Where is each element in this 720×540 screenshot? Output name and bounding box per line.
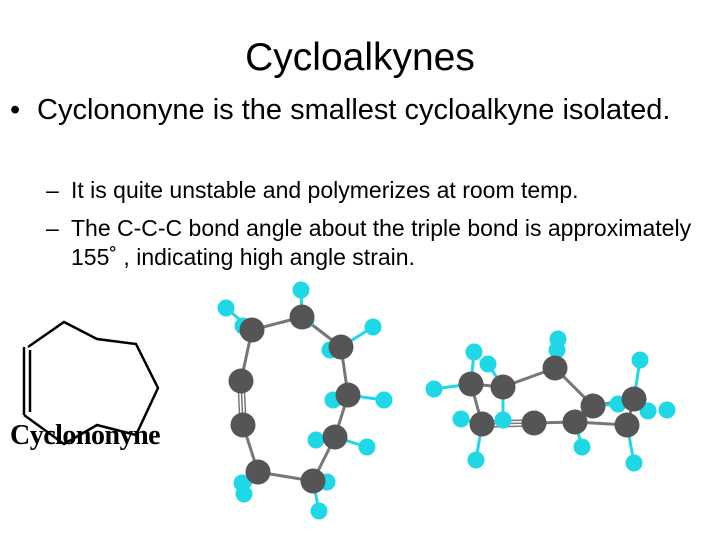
structure-label: Cyclononyne xyxy=(10,420,161,451)
hydrogen-atom xyxy=(625,454,643,472)
hydrogen-atom xyxy=(465,343,483,361)
hydrogen-atom xyxy=(364,318,382,336)
carbon-atom xyxy=(228,368,254,394)
carbon-atom xyxy=(245,459,271,485)
carbon-atom xyxy=(322,424,348,450)
carbon-atom xyxy=(300,468,326,494)
carbon-atom xyxy=(239,317,265,343)
slide-title: Cycloalkynes xyxy=(245,36,475,79)
hydrogen-atom xyxy=(217,299,235,317)
carbon-atom xyxy=(328,334,354,360)
hydrogen-atom xyxy=(658,401,676,419)
sub-bullet: – The C-C-C bond angle about the triple … xyxy=(46,214,716,272)
carbon-atom xyxy=(490,374,516,400)
hydrogen-atom xyxy=(358,438,376,456)
hydrogen-atom xyxy=(235,485,253,503)
hydrogen-atom xyxy=(548,341,566,359)
carbon-atom xyxy=(458,371,484,397)
hydrogen-atom xyxy=(307,431,325,449)
carbon-atom xyxy=(230,412,256,438)
hydrogen-atom xyxy=(479,355,497,373)
carbon-atom xyxy=(289,304,315,330)
hydrogen-atom xyxy=(631,351,649,369)
carbon-atom xyxy=(621,386,647,412)
hydrogen-atom xyxy=(573,438,591,456)
carbon-atom xyxy=(542,355,568,381)
hydrogen-atom xyxy=(467,451,485,469)
sub-bullet-text: The C-C-C bond angle about the triple bo… xyxy=(71,215,692,270)
bullet-text: Cyclononyne is the smallest cycloalkyne … xyxy=(37,94,671,126)
hydrogen-atom xyxy=(310,502,328,520)
carbon-atom xyxy=(469,411,495,437)
bullet-main: • Cyclononyne is the smallest cycloalkyn… xyxy=(10,92,700,128)
hydrogen-atom xyxy=(494,411,512,429)
carbon-atom xyxy=(614,412,640,438)
hydrogen-atom xyxy=(292,281,310,299)
hydrogen-atom xyxy=(425,380,443,398)
carbon-atom xyxy=(562,409,588,435)
bullet-dot: • xyxy=(10,94,21,126)
carbon-atom xyxy=(521,410,547,436)
sub-bullet-text: It is quite unstable and polymerizes at … xyxy=(71,177,579,203)
carbon-atom xyxy=(335,382,361,408)
hydrogen-atom xyxy=(452,410,470,428)
sub-bullet: – It is quite unstable and polymerizes a… xyxy=(46,176,716,205)
hydrogen-atom xyxy=(375,391,393,409)
carbon-atom xyxy=(580,393,606,419)
